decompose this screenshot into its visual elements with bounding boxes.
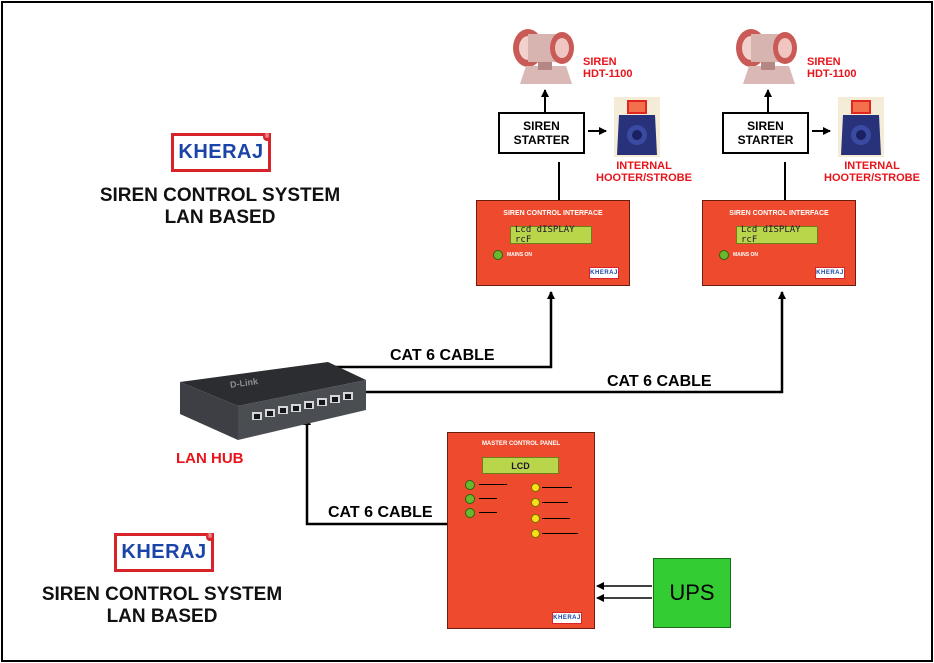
indicator-line bbox=[479, 484, 507, 485]
master-control-panel: MASTER CONTROL PANEL LCD KHERAJ bbox=[447, 432, 595, 629]
trademark-icon: ® bbox=[206, 533, 214, 541]
hooter-line2: HOOTER/STROBE bbox=[824, 172, 920, 184]
lan-hub-label: LAN HUB bbox=[176, 450, 244, 467]
mains-led-icon bbox=[493, 250, 503, 260]
indicator-led-icon bbox=[531, 498, 540, 507]
interface-led-label: MAINS ON bbox=[733, 252, 758, 258]
title-top: SIREN CONTROL SYSTEM LAN BASED bbox=[80, 185, 360, 229]
indicator-led-icon bbox=[531, 529, 540, 538]
hooter-line2: HOOTER/STROBE bbox=[596, 172, 692, 184]
hooter-line1: INTERNAL bbox=[844, 160, 900, 172]
siren-model: HDT-1100 bbox=[583, 68, 633, 80]
interface-title: SIREN CONTROL INTERFACE bbox=[503, 210, 603, 217]
interface-lcd: Lcd dISPLAY rcF bbox=[736, 225, 818, 245]
starter-line2: STARTER bbox=[737, 133, 794, 147]
indicator-line bbox=[479, 498, 497, 499]
interface-title: SIREN CONTROL INTERFACE bbox=[729, 210, 829, 217]
logo-text: KHERAJ bbox=[590, 270, 618, 276]
hooter-strobe-icon bbox=[838, 97, 884, 157]
title-bottom: SIREN CONTROL SYSTEM LAN BASED bbox=[22, 584, 302, 628]
kheraj-logo-top: KHERAJ bbox=[171, 133, 271, 172]
hooter-label-1: INTERNAL HOOTER/STROBE bbox=[589, 160, 699, 184]
hooter-strobe-icon bbox=[614, 97, 660, 157]
cable-line-2 bbox=[360, 291, 786, 394]
logo-text: KHERAJ bbox=[178, 141, 264, 163]
logo-text: KHERAJ bbox=[816, 270, 844, 276]
starter-line2: STARTER bbox=[513, 133, 570, 147]
interface-led-label: MAINS ON bbox=[507, 252, 532, 258]
indicator-led-icon bbox=[465, 494, 475, 504]
ups-label: UPS bbox=[669, 580, 715, 605]
indicator-led-icon bbox=[465, 480, 475, 490]
starter-line1: SIREN bbox=[523, 119, 560, 133]
title-top-line1: SIREN CONTROL SYSTEM bbox=[99, 185, 341, 206]
starter-line1: SIREN bbox=[747, 119, 784, 133]
siren-icon bbox=[513, 29, 574, 84]
indicator-led-icon bbox=[465, 508, 475, 518]
logo-text: KHERAJ bbox=[121, 541, 207, 563]
interface-logo: KHERAJ bbox=[815, 267, 845, 279]
cable-line-1 bbox=[330, 291, 555, 369]
cable-label-1: CAT 6 CABLE bbox=[390, 347, 495, 364]
title-bottom-line2: LAN BASED bbox=[106, 606, 218, 627]
trademark-icon: ® bbox=[263, 133, 271, 141]
siren-label-2: SIREN HDT-1100 bbox=[807, 56, 857, 80]
mains-led-icon bbox=[719, 250, 729, 260]
indicator-line bbox=[542, 533, 578, 534]
indicator-line bbox=[542, 487, 572, 488]
siren-label-1: SIREN HDT-1100 bbox=[583, 56, 633, 80]
indicator-line bbox=[479, 512, 497, 513]
hooter-line1: INTERNAL bbox=[616, 160, 672, 172]
master-logo: KHERAJ bbox=[552, 612, 582, 624]
cable-label-3: CAT 6 CABLE bbox=[328, 504, 433, 521]
interface-logo: KHERAJ bbox=[589, 267, 619, 279]
siren-control-interface-2: SIREN CONTROL INTERFACE Lcd dISPLAY rcF … bbox=[702, 200, 856, 286]
siren-model: HDT-1100 bbox=[807, 68, 857, 80]
indicator-line bbox=[542, 518, 570, 519]
interface-lcd: Lcd dISPLAY rcF bbox=[510, 225, 592, 245]
master-lcd: LCD bbox=[482, 457, 559, 474]
indicator-led-icon bbox=[531, 483, 540, 492]
siren-icon bbox=[736, 29, 797, 84]
title-top-line2: LAN BASED bbox=[164, 207, 276, 228]
logo-text: KHERAJ bbox=[553, 615, 581, 621]
siren-name: SIREN bbox=[807, 56, 841, 68]
siren-control-interface-1: SIREN CONTROL INTERFACE Lcd dISPLAY rcF … bbox=[476, 200, 630, 286]
siren-name: SIREN bbox=[583, 56, 617, 68]
lan-hub-switch-icon bbox=[180, 362, 366, 440]
siren-starter-box-2: SIREN STARTER bbox=[722, 112, 809, 154]
ups-box: UPS bbox=[653, 558, 731, 628]
hooter-label-2: INTERNAL HOOTER/STROBE bbox=[815, 160, 929, 184]
master-title: MASTER CONTROL PANEL bbox=[481, 441, 561, 447]
siren-starter-box-1: SIREN STARTER bbox=[498, 112, 585, 154]
cable-label-2: CAT 6 CABLE bbox=[607, 373, 712, 390]
cable-line-3 bbox=[303, 417, 447, 526]
indicator-led-icon bbox=[531, 514, 540, 523]
title-bottom-line1: SIREN CONTROL SYSTEM bbox=[41, 584, 283, 605]
indicator-line bbox=[542, 502, 568, 503]
kheraj-logo-bottom: KHERAJ bbox=[114, 533, 214, 572]
